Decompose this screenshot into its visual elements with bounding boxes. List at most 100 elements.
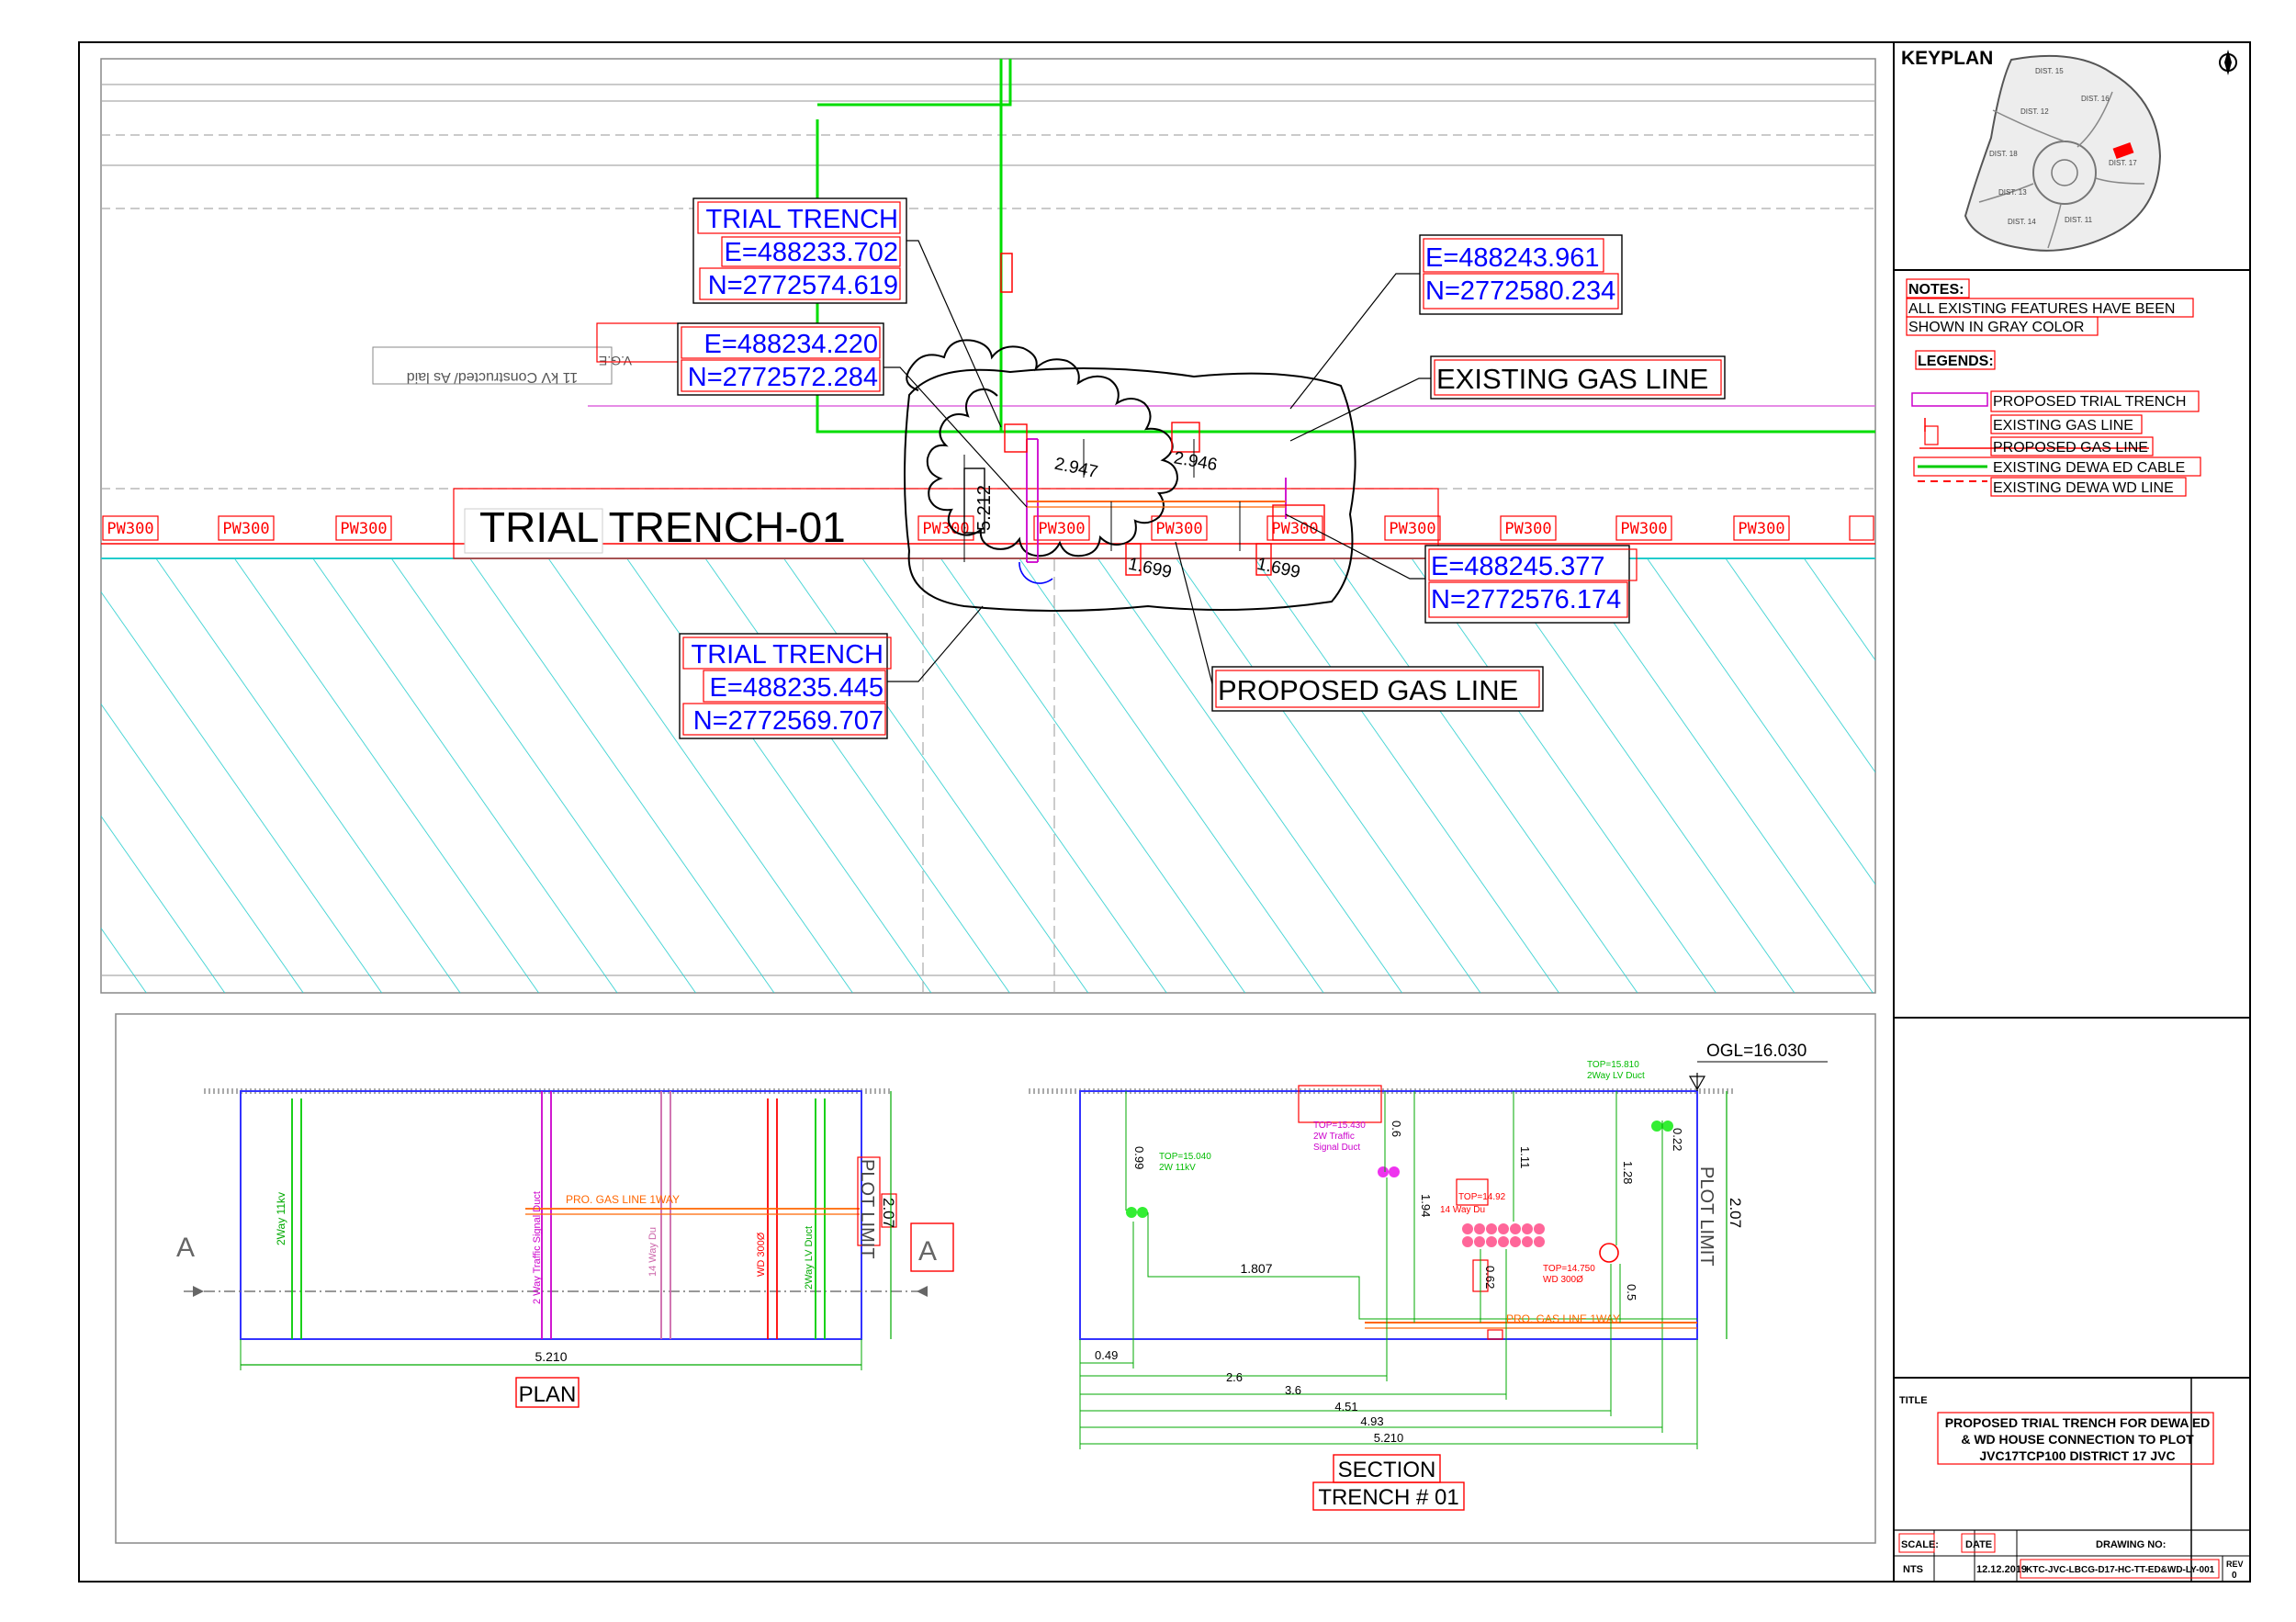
svg-text:E=488235.445: E=488235.445 [710, 673, 884, 703]
svg-text:0.49: 0.49 [1095, 1348, 1118, 1362]
callout-proposed-gas: PROPOSED GAS LINE [1211, 666, 1544, 712]
svg-text:2W 11kV: 2W 11kV [1159, 1163, 1196, 1173]
svg-text:0.99: 0.99 [1132, 1146, 1146, 1169]
svg-text:PRO. GAS LINE 1WAY: PRO. GAS LINE 1WAY [1506, 1312, 1620, 1325]
callout-pt2: E=488234.220 N=2772572.284 [677, 322, 884, 396]
callout-tt2: TRIAL TRENCH E=488235.445 N=2772569.707 [679, 633, 892, 739]
plan-viewport: PW300 PW300 PW300 PW300 PW300 PW300 PW30… [100, 58, 1876, 994]
svg-text:E=488245.377: E=488245.377 [1431, 552, 1605, 581]
svg-text:PW300: PW300 [107, 520, 153, 538]
svg-text:A: A [176, 1233, 195, 1263]
svg-text:DATE: DATE [1965, 1539, 1992, 1550]
section-detail: OGL=16.030 TOP=15.810 2Way LV Duct TOP=1… [1029, 1042, 1828, 1511]
svg-text:2 Way Traffic Signal Duct: 2 Way Traffic Signal Duct [532, 1191, 543, 1304]
svg-text:JVC17TCP100 DISTRICT 17 JVC: JVC17TCP100 DISTRICT 17 JVC [1979, 1448, 2175, 1463]
callout-pt3: E=488243.961 N=2772580.234 [1419, 234, 1623, 315]
callout-pt4: E=488245.377 N=2772576.174 [1424, 545, 1638, 624]
svg-text:5.210: 5.210 [535, 1349, 567, 1364]
svg-text:14 Way Du: 14 Way Du [1440, 1205, 1485, 1215]
title-block: TITLE PROPOSED TRIAL TRENCH FOR DEWA ED … [1893, 1377, 2250, 1583]
svg-text:E=488243.961: E=488243.961 [1425, 243, 1600, 273]
svg-text:1.94: 1.94 [1419, 1194, 1433, 1217]
sheet-border [78, 41, 2251, 1583]
svg-text:N=2772574.619: N=2772574.619 [708, 271, 898, 300]
svg-text:1.807: 1.807 [1240, 1261, 1272, 1276]
svg-text:PROPOSED GAS LINE: PROPOSED GAS LINE [1993, 440, 2148, 456]
svg-text:ALL EXISTING FEATURES HAVE BEE: ALL EXISTING FEATURES HAVE BEEN [1908, 301, 2175, 317]
svg-text:TOP=14.92: TOP=14.92 [1458, 1192, 1506, 1202]
svg-text:DIST. 18: DIST. 18 [1989, 150, 2018, 158]
hatched-area [101, 558, 1875, 993]
svg-text:& WD HOUSE CONNECTION TO PLOT: & WD HOUSE CONNECTION TO PLOT [1961, 1432, 2194, 1447]
svg-text:4.93: 4.93 [1360, 1414, 1383, 1428]
svg-text:2.6: 2.6 [1226, 1370, 1243, 1384]
svg-text:E=488233.702: E=488233.702 [725, 238, 899, 267]
svg-text:DIST. 12: DIST. 12 [2020, 107, 2049, 116]
svg-text:E=488234.220: E=488234.220 [704, 330, 879, 359]
svg-text:TRIAL TRENCH-01: TRIAL TRENCH-01 [479, 503, 846, 551]
svg-text:TITLE: TITLE [1899, 1395, 1928, 1406]
svg-text:3.6: 3.6 [1285, 1383, 1301, 1397]
svg-text:PW300: PW300 [222, 520, 269, 538]
svg-text:TRENCH # 01: TRENCH # 01 [1318, 1485, 1458, 1510]
svg-text:TOP=14.750: TOP=14.750 [1543, 1264, 1595, 1274]
svg-text:PW300: PW300 [1389, 520, 1435, 538]
svg-text:2.947: 2.947 [1052, 455, 1099, 482]
svg-text:KEYPLAN: KEYPLAN [1901, 48, 1993, 69]
keyplan-panel: KEYPLAN DIST. 15 DIST. 12 DIST. 16 DIST.… [1901, 48, 2237, 252]
callout-tt1: TRIAL TRENCH E=488233.702 N=2772574.619 [692, 197, 907, 304]
plan-detail: PRO. GAS LINE 1WAY 2Way 11kv 2 Way Traff… [176, 1088, 954, 1408]
svg-text:REV: REV [2226, 1560, 2244, 1569]
svg-text:PW300: PW300 [1271, 520, 1318, 538]
legend-list: PROPOSED TRIAL TRENCH EXISTING GAS LINE … [1911, 390, 2201, 497]
svg-text:PW300: PW300 [1620, 520, 1667, 538]
callout-existing-gas: EXISTING GAS LINE [1430, 355, 1726, 400]
svg-text:TOP=15.040: TOP=15.040 [1159, 1152, 1211, 1162]
svg-text:DIST. 17: DIST. 17 [2109, 159, 2137, 167]
svg-text:0: 0 [2232, 1571, 2237, 1581]
svg-text:N=2772576.174: N=2772576.174 [1431, 585, 1621, 614]
svg-text:DIST. 13: DIST. 13 [1998, 188, 2027, 197]
svg-text:DIST. 14: DIST. 14 [2008, 218, 2036, 226]
svg-text:N=2772569.707: N=2772569.707 [693, 706, 884, 736]
svg-text:0.5: 0.5 [1625, 1284, 1638, 1301]
svg-text:2Way LV Duct: 2Way LV Duct [1587, 1071, 1645, 1081]
svg-text:11 kV Constructed/ As laid: 11 kV Constructed/ As laid [407, 369, 578, 385]
sections-viewport [115, 1013, 1876, 1544]
svg-text:14 Way Du: 14 Way Du [647, 1227, 658, 1277]
svg-text:DRAWING NO:: DRAWING NO: [2096, 1539, 2166, 1550]
svg-text:5.210: 5.210 [1374, 1431, 1404, 1445]
trial-trench-title: TRIAL TRENCH-01 [453, 488, 1439, 559]
svg-text:N=2772572.284: N=2772572.284 [688, 363, 878, 392]
svg-text:5.212: 5.212 [974, 485, 995, 531]
svg-text:TOP=15.430: TOP=15.430 [1313, 1121, 1366, 1131]
svg-text:PLAN: PLAN [519, 1382, 577, 1407]
svg-text:A: A [918, 1236, 937, 1267]
svg-text:SECTION: SECTION [1338, 1458, 1436, 1482]
svg-text:2Way 11kv: 2Way 11kv [275, 1192, 287, 1245]
svg-text:PW300: PW300 [340, 520, 387, 538]
revision-cloud [906, 339, 1179, 558]
svg-text:2.07: 2.07 [1727, 1198, 1744, 1228]
svg-text:PLOT LIMIT: PLOT LIMIT [857, 1159, 877, 1259]
svg-text:NTS: NTS [1903, 1564, 1923, 1575]
svg-text:0.6: 0.6 [1390, 1121, 1403, 1137]
svg-text:1.28: 1.28 [1621, 1161, 1635, 1184]
svg-text:SCALE:: SCALE: [1901, 1539, 1939, 1550]
svg-text:V.G.E: V.G.E [599, 354, 632, 368]
svg-text:PLOT LIMIT: PLOT LIMIT [1696, 1166, 1716, 1267]
svg-text:4.51: 4.51 [1334, 1400, 1357, 1414]
svg-text:2Way LV Duct: 2Way LV Duct [804, 1226, 815, 1290]
svg-text:EXISTING GAS LINE: EXISTING GAS LINE [1993, 418, 2133, 434]
svg-text:PROPOSED TRIAL TRENCH: PROPOSED TRIAL TRENCH [1993, 394, 2186, 410]
svg-text:2W Traffic: 2W Traffic [1313, 1132, 1355, 1142]
svg-text:PW300: PW300 [1738, 520, 1784, 538]
svg-text:PW300: PW300 [1504, 520, 1551, 538]
svg-text:DIST. 11: DIST. 11 [2065, 216, 2093, 224]
svg-text:2.07: 2.07 [880, 1198, 897, 1228]
keyplan-map: DIST. 15 DIST. 12 DIST. 16 DIST. 18 DIST… [1964, 54, 2162, 252]
svg-text:Signal Duct: Signal Duct [1313, 1143, 1360, 1153]
svg-text:KTC-JVC-LBCG-D17-HC-TT-ED&WD-L: KTC-JVC-LBCG-D17-HC-TT-ED&WD-LY-001 [2026, 1565, 2215, 1575]
svg-text:12.12.2019: 12.12.2019 [1976, 1564, 2027, 1575]
svg-text:WD 300Ø: WD 300Ø [756, 1232, 767, 1277]
